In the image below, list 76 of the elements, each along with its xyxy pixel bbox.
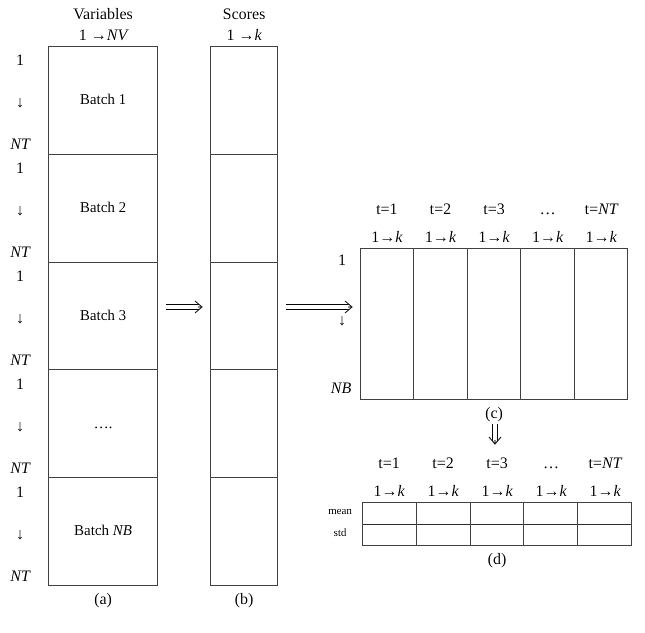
column-heading: Scores — [222, 5, 266, 25]
matrix-column — [413, 248, 468, 400]
row-index: NT — [9, 243, 32, 263]
column-header: 1→k — [371, 228, 402, 248]
row-index: ↓ — [15, 309, 25, 329]
row-label: mean — [327, 504, 353, 519]
column-header: t=2 — [432, 454, 454, 474]
row-index: 1 — [15, 51, 25, 71]
row-index: ↓ — [15, 201, 25, 221]
column-header: 1→k — [478, 228, 510, 248]
row-index: 1 — [15, 375, 25, 395]
column-header: t=1 — [376, 200, 398, 220]
row-index: NT — [9, 135, 32, 155]
column-header: t=3 — [486, 454, 508, 474]
panel-label: (c) — [485, 404, 503, 424]
column-header: 1→k — [532, 228, 564, 248]
row-index: 1 — [337, 251, 347, 271]
column-header: t=NT — [584, 200, 618, 220]
column-header: … — [543, 454, 559, 474]
row-index: ↓ — [15, 417, 25, 437]
column-heading: 1 →k — [226, 26, 262, 46]
batch-label: Batch NB — [74, 522, 132, 542]
column-header: … — [540, 200, 556, 220]
batch-label: Batch 3 — [80, 306, 126, 326]
column-header: 1→k — [481, 482, 513, 502]
batch-block — [48, 154, 158, 263]
table-column — [577, 502, 632, 546]
batch-label: …. — [94, 414, 112, 434]
matrix-column — [360, 248, 414, 400]
column-header: t=2 — [430, 200, 452, 220]
table-column — [362, 502, 417, 546]
column-header: 1→k — [424, 228, 456, 248]
matrix-column — [466, 248, 522, 400]
score-block — [210, 46, 278, 155]
matrix-column — [520, 248, 575, 400]
column-header: t=NT — [588, 454, 622, 474]
panel-label: (a) — [94, 590, 112, 610]
double-arrow — [285, 300, 353, 314]
row-index: 1 — [15, 483, 25, 503]
panel-label: (d) — [488, 550, 506, 570]
column-heading: 1 →NV — [78, 26, 128, 46]
batch-block — [48, 477, 158, 586]
column-header: 1→k — [373, 482, 405, 502]
batch-label: Batch 2 — [80, 198, 126, 218]
table-column — [523, 502, 578, 546]
row-index: 1 — [15, 159, 25, 179]
score-block — [210, 262, 278, 370]
column-header: 1→k — [535, 482, 567, 502]
column-header: 1→k — [589, 482, 621, 502]
row-index: ↓ — [337, 311, 347, 331]
matrix-column — [574, 248, 628, 400]
row-index: 1 — [15, 267, 25, 287]
row-index: ↓ — [15, 525, 25, 545]
column-heading: Variables — [73, 5, 133, 25]
table-column — [470, 502, 524, 546]
column-header: 1→k — [586, 228, 617, 248]
row-index: ↓ — [15, 93, 25, 113]
column-header: t=1 — [378, 454, 400, 474]
batch-label: Batch 1 — [80, 91, 126, 110]
score-block — [210, 369, 278, 478]
score-block — [210, 477, 278, 586]
panel-label: (b) — [234, 590, 254, 610]
row-label: std — [332, 526, 348, 541]
row-index: NT — [9, 351, 32, 371]
column-header: 1→k — [427, 482, 459, 502]
double-arrow — [165, 300, 203, 314]
double-arrow — [488, 423, 502, 445]
batch-block — [48, 369, 158, 478]
score-block — [210, 154, 278, 263]
batch-block — [48, 262, 158, 370]
batch-block — [48, 46, 158, 155]
row-index: NT — [9, 567, 32, 587]
column-header: t=3 — [483, 200, 505, 220]
row-index: NT — [9, 459, 32, 479]
table-column — [416, 502, 471, 546]
row-index: NB — [330, 379, 352, 399]
